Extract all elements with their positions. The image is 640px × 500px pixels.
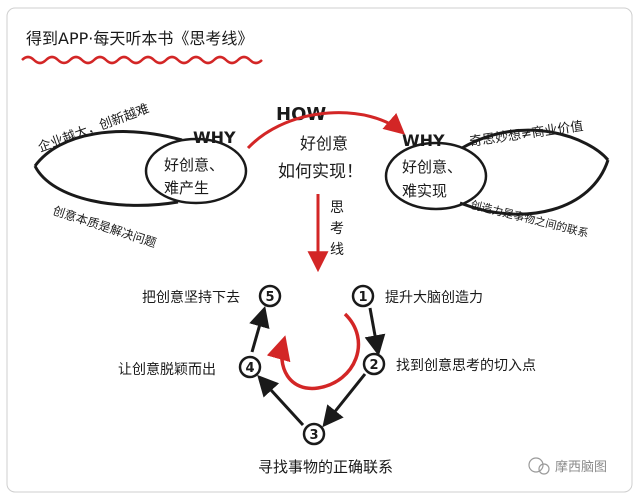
why-left-line2: 难产生 (164, 179, 209, 197)
how-label: HOW (276, 104, 326, 125)
why-right-ellipse (384, 141, 488, 211)
how-red-arrow (246, 111, 406, 150)
step-num-3: 3 (309, 428, 318, 443)
why-left-label: WHY (193, 128, 236, 147)
wechat-icon-small-bubble (538, 463, 550, 475)
why-left-branch-top-text: 企业越大，创新越难 (36, 101, 151, 156)
why-left-branch-bottom-line (33, 165, 179, 207)
page-title: 得到APP·每天听本书《思考线》 (26, 29, 253, 48)
why-right-branch-top-line (461, 128, 610, 161)
how-line1: 好创意 (300, 134, 348, 153)
why-right-branch-bottom-text: 创造力是事物之间的联系 (469, 197, 590, 240)
step-circle-5 (258, 284, 282, 308)
step-node-3: 3 寻找事物的正确联系 (258, 422, 393, 476)
red-cycle-arrow (266, 312, 361, 391)
wechat-icon (528, 457, 544, 473)
title-wavy-underline (21, 55, 263, 65)
step-circle-2 (362, 352, 386, 376)
why-right-line1: 好创意、 (402, 158, 462, 176)
step-text-4: 让创意脱颖而出 (118, 361, 216, 378)
arrow-3-to-4 (257, 374, 305, 427)
arrow-4-to-5 (249, 305, 270, 353)
step-circle-4 (238, 355, 262, 379)
step-num-2: 2 (369, 358, 378, 373)
step-node-4: 4 让创意脱颖而出 (118, 355, 262, 379)
why-left-branch-top-line (33, 130, 183, 167)
thinking-line-char-2: 考 (330, 221, 344, 237)
step-text-5: 把创意坚持下去 (142, 289, 240, 306)
step-num-1: 1 (358, 290, 367, 305)
step-node-1: 1 提升大脑创造力 (351, 284, 483, 308)
watermark-text: 摩西脑图 (555, 459, 607, 475)
step-text-3: 寻找事物的正确联系 (258, 458, 393, 476)
why-left-cluster: WHY 好创意、 难产生 企业越大，创新越难 创意本质是解决问题 (33, 101, 248, 251)
how-line2: 如何实现！ (278, 162, 363, 182)
why-left-line1: 好创意、 (164, 156, 224, 174)
how-block: HOW 好创意 如何实现！ (246, 104, 406, 182)
arrow-1-to-2 (364, 307, 386, 357)
thinking-line-char-3: 线 (330, 242, 344, 258)
step-circle-3 (302, 422, 326, 446)
why-left-branch-bottom-text: 创意本质是解决问题 (51, 203, 158, 251)
why-right-cluster: WHY 好创意、 难实现 奇思妙想≠商业价值 创造力是事物之间的联系 (384, 118, 610, 240)
step-text-1: 提升大脑创造力 (385, 290, 483, 306)
why-right-label: WHY (402, 131, 445, 150)
watermark: 摩西脑图 (528, 457, 607, 475)
step-num-5: 5 (265, 290, 274, 305)
why-right-branch-bottom-line (459, 159, 610, 216)
step-num-4: 4 (245, 361, 254, 376)
why-right-branch-top-text: 奇思妙想≠商业价值 (468, 118, 584, 150)
page-frame (6, 7, 633, 493)
step-circle-1 (351, 284, 375, 308)
step-node-2: 2 找到创意思考的切入点 (362, 352, 536, 376)
why-left-ellipse (144, 137, 248, 205)
steps-cycle: 1 提升大脑创造力 2 找到创意思考的切入点 3 寻找事物的正确联系 4 让创意… (118, 284, 536, 476)
why-right-line2: 难实现 (402, 182, 447, 200)
step-node-5: 5 把创意坚持下去 (142, 284, 282, 308)
thinking-line-char-1: 思 (330, 200, 344, 216)
step-text-2: 找到创意思考的切入点 (396, 357, 536, 374)
arrow-2-to-3 (322, 373, 367, 428)
